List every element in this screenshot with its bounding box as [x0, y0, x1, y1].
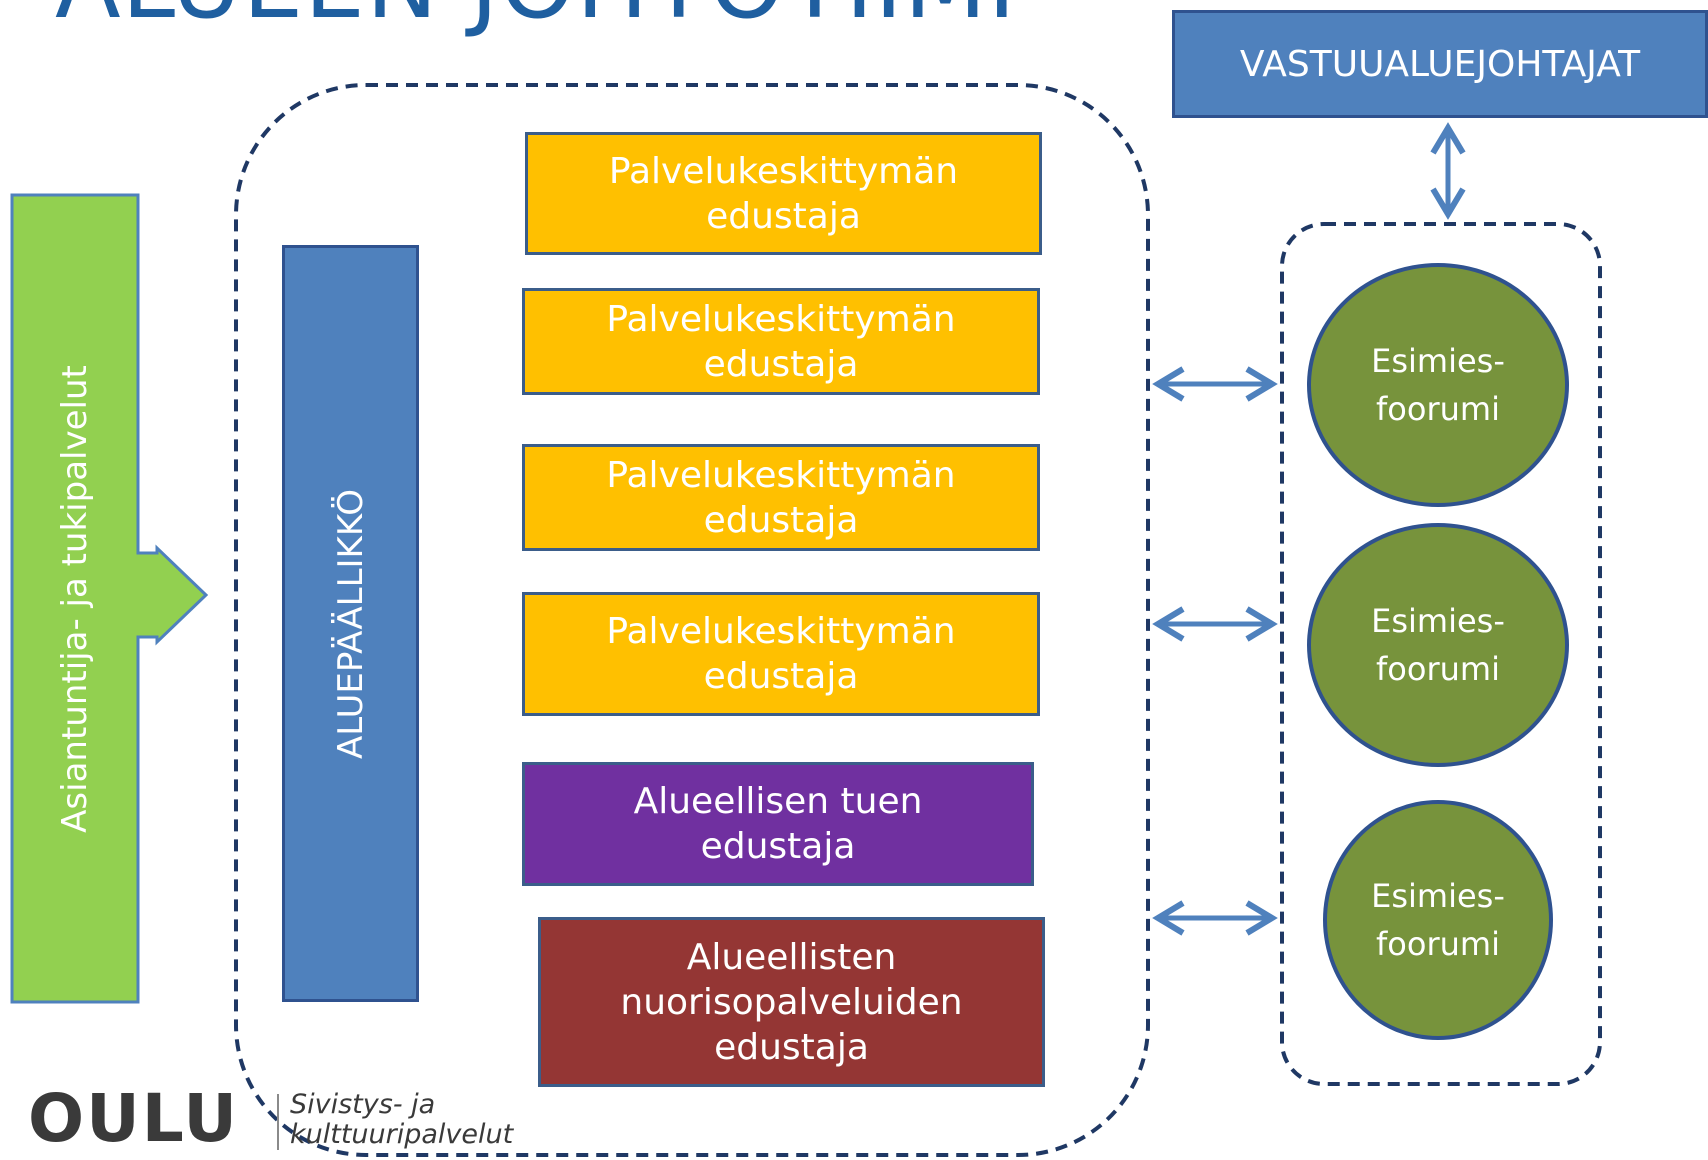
youth-services-line2: nuorisopalveluiden: [620, 981, 963, 1023]
team-container: [234, 83, 1150, 1157]
oulu-logo: OULU: [28, 1080, 239, 1157]
youth-services-line3: edustaja: [714, 1026, 869, 1068]
forum-line1: Esimies-: [1371, 602, 1505, 640]
forum-line1: Esimies-: [1371, 877, 1505, 915]
service-rep-line1: Palvelukeskittymän: [608, 150, 959, 192]
support-arrow: [10, 193, 209, 1004]
service-rep-line2: edustaja: [706, 195, 861, 237]
service-rep-line1: Palvelukeskittymän: [606, 454, 956, 496]
regional-support-line2: edustaja: [700, 826, 856, 867]
forum-circle-1: Esimies-foorumi: [1307, 263, 1569, 507]
forum-line2: foorumi: [1376, 650, 1500, 688]
forum-line2: foorumi: [1376, 390, 1500, 428]
vastuualuejohtajat-label: VASTUUALUEJOHTAJAT: [1239, 43, 1641, 85]
area-manager-label: ALUEPÄÄLLIKKÖ: [330, 488, 371, 759]
service-rep-line1: Palvelukeskittymän: [606, 611, 956, 652]
support-services-label: Asiantuntija- ja tukipalvelut: [55, 364, 95, 833]
forum-line1: Esimies-: [1371, 342, 1505, 380]
logo-subtitle: Sivistys- ja kulttuuripalvelut: [290, 1090, 513, 1149]
logo-subtitle-line1: Sivistys- ja: [290, 1089, 436, 1120]
regional-support-line1: Alueellisen tuen: [633, 781, 923, 822]
area-manager-box: ALUEPÄÄLLIKKÖ: [282, 245, 419, 1002]
forum-circle-3: Esimies-foorumi: [1323, 800, 1553, 1040]
service-rep-line1: Palvelukeskittymän: [606, 298, 956, 340]
logo-divider: [277, 1094, 279, 1150]
forum-line2: foorumi: [1376, 925, 1500, 963]
service-rep-line2: edustaja: [703, 656, 859, 697]
forum-circle-2: Esimies-foorumi: [1307, 523, 1569, 767]
page-title: ALUEEN JOHTOTIIMI: [55, 0, 1017, 40]
support-services-block: Asiantuntija- ja tukipalvelut: [12, 195, 138, 1002]
vastuualuejohtajat-box: VASTUUALUEJOHTAJAT: [1172, 10, 1708, 118]
service-rep-line2: edustaja: [703, 343, 859, 385]
youth-services-line1: Alueellisten: [686, 936, 897, 978]
forum-container: [1280, 222, 1602, 1086]
logo-subtitle-line2: kulttuuripalvelut: [290, 1118, 514, 1150]
service-rep-line2: edustaja: [703, 499, 859, 541]
